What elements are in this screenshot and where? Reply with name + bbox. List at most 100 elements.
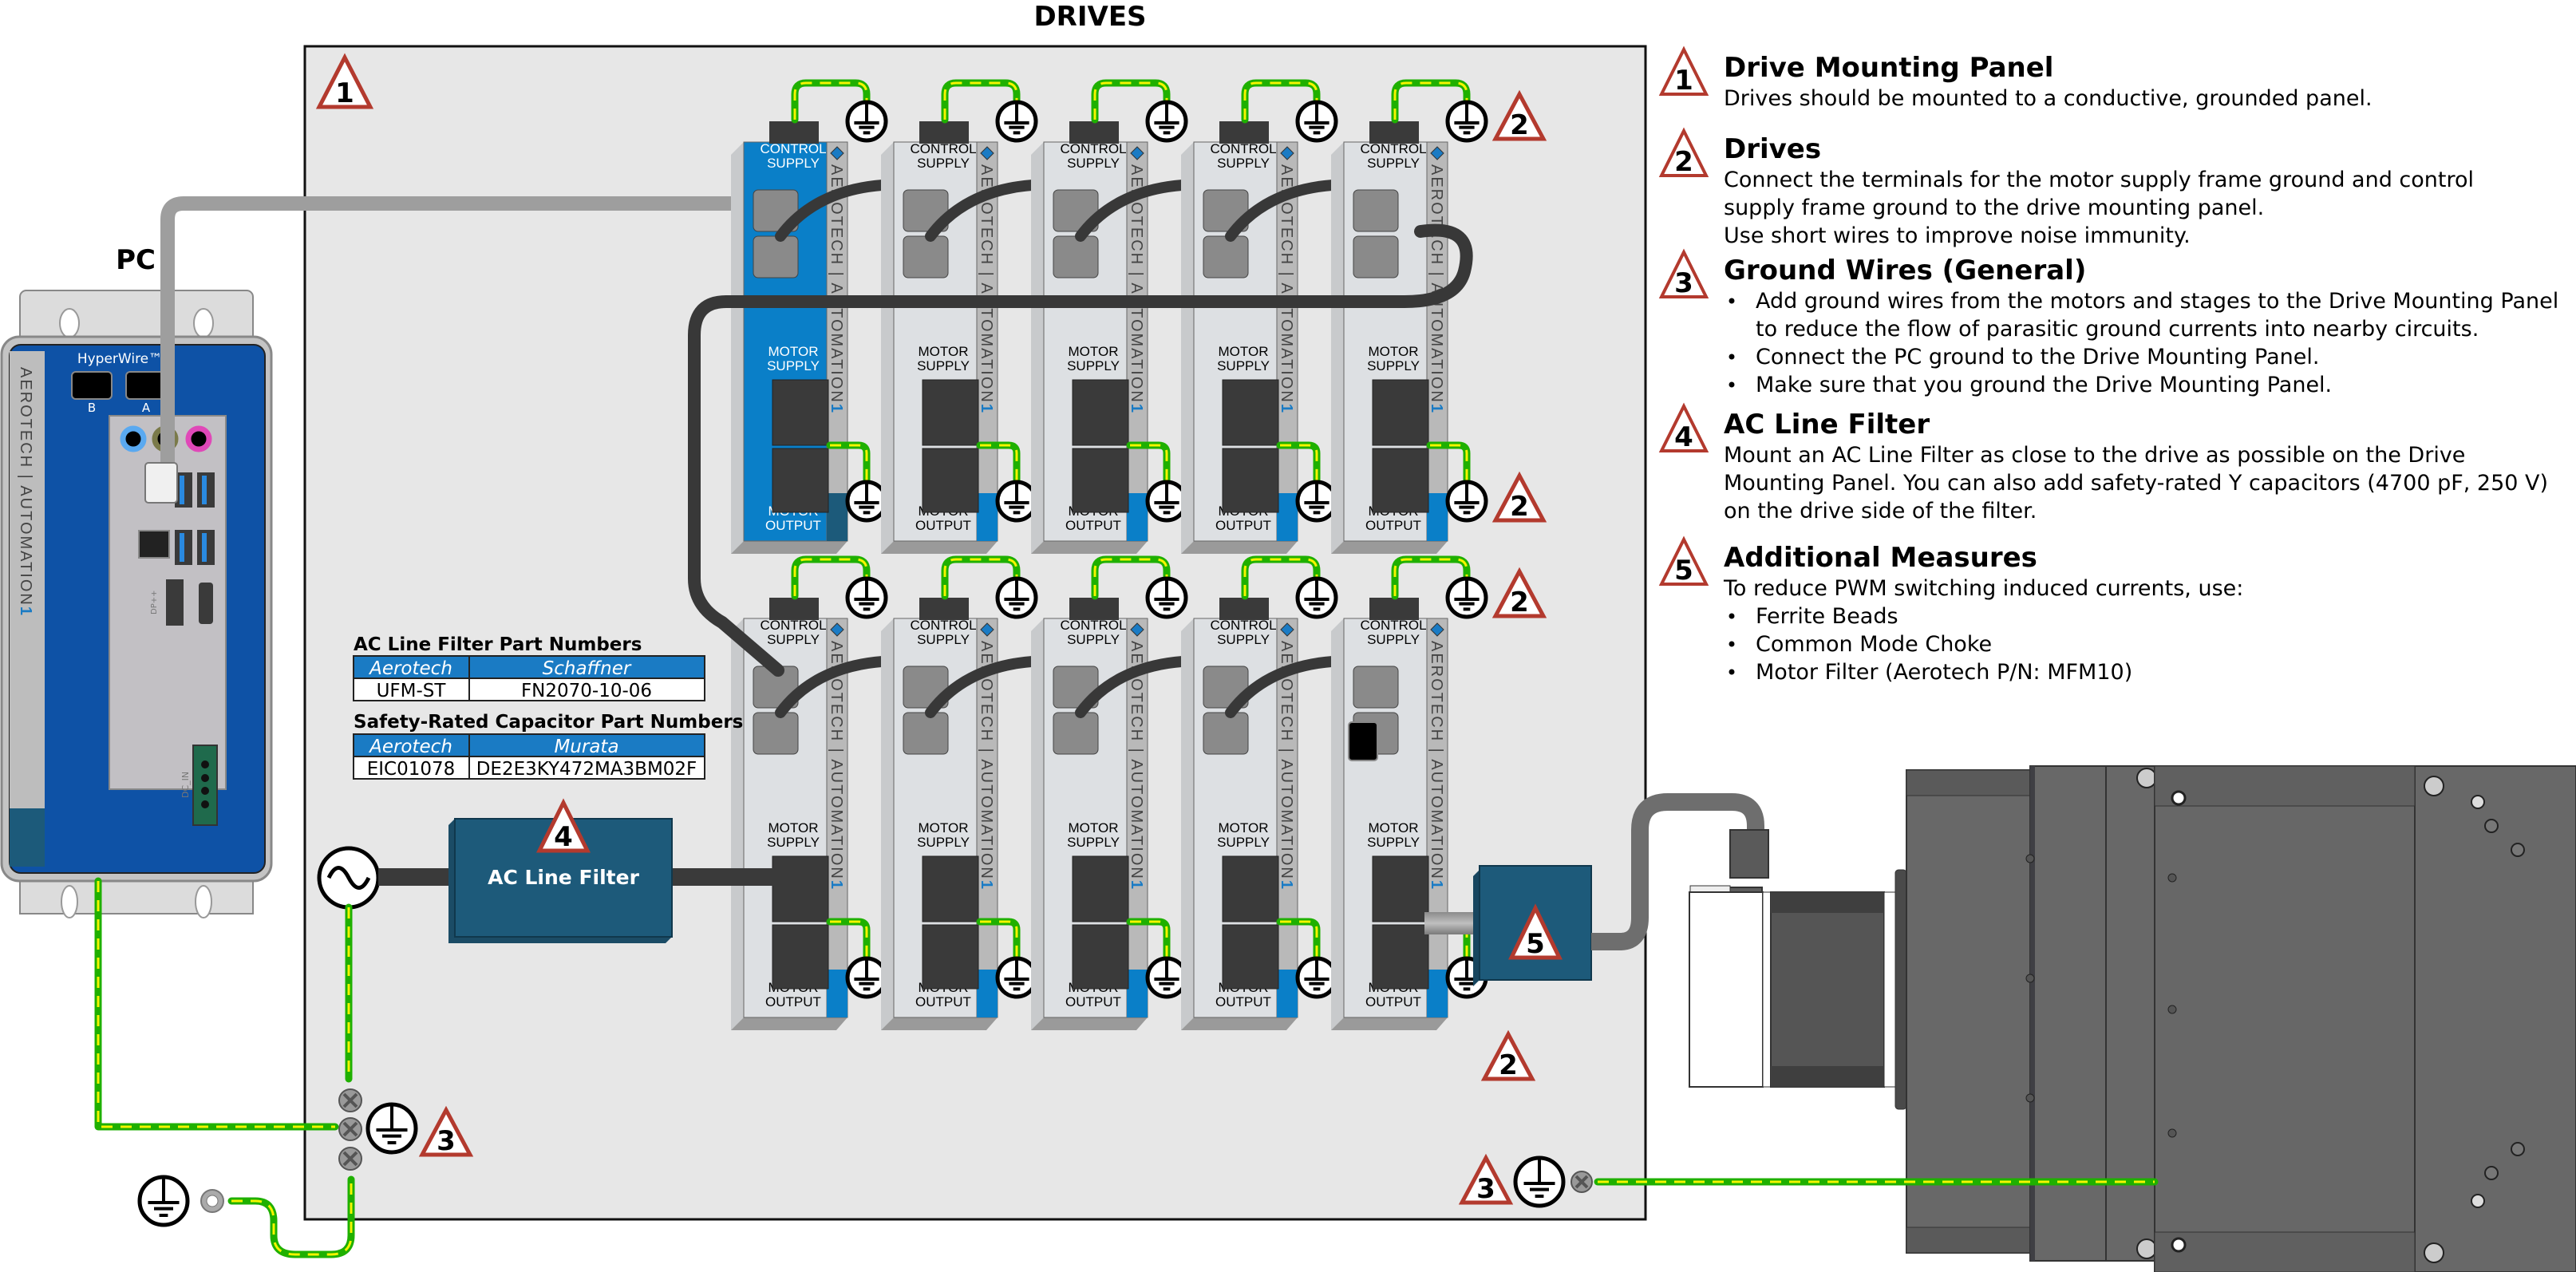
control-supply-connector[interactable]	[1369, 598, 1419, 620]
audio-jack-pink[interactable]	[185, 425, 212, 452]
hdmi-port[interactable]	[199, 583, 213, 624]
motor-output-connector[interactable]	[922, 448, 979, 513]
drive-brand-label: AEROTECH | AUTOMATION1	[978, 641, 995, 891]
control-port[interactable]	[903, 235, 949, 278]
motor-supply-connector[interactable]	[1222, 379, 1279, 446]
motor-supply-connector[interactable]	[772, 379, 829, 446]
control-cable-loop	[688, 223, 1473, 677]
motor-cable	[1591, 793, 1764, 950]
note-badge-icon: 5	[1658, 535, 1709, 587]
aerotech-logo-icon	[1430, 622, 1444, 637]
control-supply-connector[interactable]	[769, 598, 819, 620]
hyperwire-port-a[interactable]	[125, 371, 167, 400]
ground-symbol-icon	[845, 100, 888, 143]
control-port[interactable]	[1203, 712, 1249, 755]
motor-supply-label: MOTOR	[1069, 820, 1119, 835]
drive-bottom-2: AEROTECH | AUTOMATION1CONTROLSUPPLYMOTOR…	[881, 555, 1100, 1030]
motor-supply-label: MOTOR	[1219, 344, 1269, 359]
control-supply-connector[interactable]	[1369, 121, 1419, 144]
motor-supply-label: MOTOR	[1369, 820, 1419, 835]
badge-number: 3	[1476, 1173, 1495, 1205]
ground-symbol-icon	[1145, 576, 1188, 619]
note-badge-icon: 4	[1658, 402, 1709, 453]
motor-supply-label: SUPPLY	[917, 358, 970, 373]
svg-text:DE2E3KY472MA3BM02F: DE2E3KY472MA3BM02F	[476, 759, 697, 780]
note-bullet: Add ground wires from the motors and sta…	[1756, 289, 2558, 314]
drive-brand-label: AEROTECH | AUTOMATION1	[1428, 641, 1445, 891]
motor-supply-connector[interactable]	[1072, 379, 1129, 446]
svg-text:Aerotech: Aerotech	[368, 658, 452, 679]
motor-supply-connector[interactable]	[772, 855, 829, 922]
note-title: Drive Mounting Panel	[1724, 52, 2053, 84]
svg-text:EIC01078: EIC01078	[367, 759, 456, 780]
hyperwire-label: HyperWire™	[77, 351, 162, 367]
control-supply-connector[interactable]	[1069, 598, 1119, 620]
motor-output-connector[interactable]	[772, 448, 829, 513]
motor-output-connector[interactable]	[922, 924, 979, 990]
drive-top-1: AEROTECH | AUTOMATION1CONTROLSUPPLYMOTOR…	[731, 79, 950, 554]
svg-text:AC Line Filter Part Numbers: AC Line Filter Part Numbers	[354, 634, 642, 655]
ethernet-port[interactable]	[138, 530, 170, 559]
badge-3-ground: 3	[418, 1105, 474, 1157]
motor-output-connector[interactable]	[1372, 448, 1429, 513]
dc-in-connector[interactable]	[192, 745, 218, 826]
control-port[interactable]	[1353, 189, 1399, 232]
control-port[interactable]	[1203, 235, 1249, 278]
motor-supply-label: MOTOR	[1219, 820, 1269, 835]
control-port[interactable]	[1053, 235, 1099, 278]
control-port[interactable]	[1353, 235, 1399, 278]
bullet-icon	[1729, 641, 1735, 647]
control-supply-connector[interactable]	[919, 598, 969, 620]
control-supply-label: SUPPLY	[1067, 632, 1120, 647]
motor-output-connector[interactable]	[772, 924, 829, 990]
control-supply-connector[interactable]	[1219, 598, 1269, 620]
motor-supply-connector[interactable]	[1372, 855, 1429, 922]
note-title: AC Line Filter	[1724, 409, 1930, 440]
badge-1-panel: 1	[315, 53, 374, 109]
control-port[interactable]	[903, 712, 949, 755]
control-port[interactable]	[753, 235, 799, 278]
drives-layer: AEROTECH | AUTOMATION1CONTROLSUPPLYMOTOR…	[731, 79, 1488, 1030]
note-title: Drives	[1724, 133, 1821, 165]
motor-supply-label: SUPPLY	[1217, 835, 1270, 850]
dc-in-label: DC_IN	[180, 772, 191, 798]
svg-text:5: 5	[1526, 928, 1545, 960]
displayport[interactable]	[166, 579, 184, 626]
ac-line-filter-parts-table: AC Line Filter Part Numbers Aerotech Sch…	[353, 634, 705, 701]
hyperwire-port-b[interactable]	[71, 371, 113, 400]
note-bullet: Connect the PC ground to the Drive Mount…	[1756, 345, 2319, 369]
aerotech-logo-icon	[1130, 622, 1144, 637]
motor-supply-connector[interactable]	[922, 379, 979, 446]
drive-top-4: AEROTECH | AUTOMATION1CONTROLSUPPLYMOTOR…	[1181, 79, 1401, 554]
control-supply-connector[interactable]	[919, 121, 969, 144]
motor-output-label: OUTPUT	[1215, 994, 1271, 1009]
motor-output-connector[interactable]	[1222, 448, 1279, 513]
control-port[interactable]	[753, 712, 799, 755]
hyperwire-port[interactable]	[1348, 721, 1378, 761]
note-text: on the drive side of the filter.	[1724, 499, 2037, 523]
bullet-icon	[1729, 613, 1735, 619]
control-supply-label: CONTROL	[910, 141, 976, 156]
audio-jack-blue[interactable]	[120, 425, 147, 452]
power-cable	[378, 868, 450, 886]
bullet-icon	[1729, 381, 1735, 388]
motor-supply-connector[interactable]	[1372, 379, 1429, 446]
control-supply-label: SUPPLY	[1217, 156, 1270, 171]
control-supply-label: SUPPLY	[1367, 632, 1420, 647]
motor-output-connector[interactable]	[1072, 924, 1129, 990]
control-port[interactable]	[1353, 666, 1399, 709]
motor-supply-connector[interactable]	[1072, 855, 1129, 922]
motor-supply-connector[interactable]	[1222, 855, 1279, 922]
control-supply-connector[interactable]	[1069, 121, 1119, 144]
motor-output-connector[interactable]	[1072, 448, 1129, 513]
control-supply-connector[interactable]	[769, 121, 819, 144]
motor-output-connector[interactable]	[1372, 924, 1429, 990]
control-supply-connector[interactable]	[1219, 121, 1269, 144]
svg-text:Safety-Rated Capacitor Part Nu: Safety-Rated Capacitor Part Numbers	[354, 712, 743, 733]
motor-output-connector[interactable]	[1222, 924, 1279, 990]
motor-supply-connector[interactable]	[922, 855, 979, 922]
control-port[interactable]	[1053, 712, 1099, 755]
